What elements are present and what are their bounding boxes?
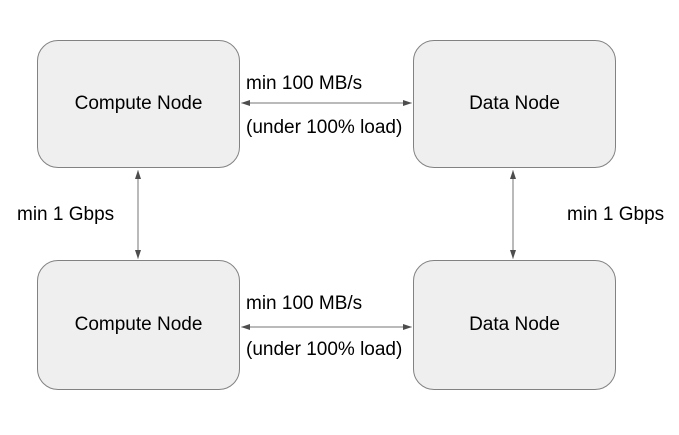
- node-data-top: Data Node: [413, 40, 616, 168]
- edge-label-left-bandwidth: min 1 Gbps: [17, 204, 115, 225]
- node-compute-top: Compute Node: [37, 40, 240, 168]
- node-data-bottom: Data Node: [413, 260, 616, 390]
- edge-label-right-bandwidth: min 1 Gbps: [567, 204, 665, 225]
- edge-label-top-throughput: min 100 MB/s: [246, 73, 363, 94]
- node-label: Data Node: [469, 93, 560, 114]
- node-label: Data Node: [469, 314, 560, 335]
- node-label: Compute Node: [74, 314, 203, 335]
- edge-label-bottom-condition: (under 100% load): [246, 339, 403, 360]
- node-compute-bottom: Compute Node: [37, 260, 240, 390]
- edge-label-bottom-throughput: min 100 MB/s: [246, 293, 363, 314]
- edge-label-top-condition: (under 100% load): [246, 117, 403, 138]
- node-label: Compute Node: [74, 93, 203, 114]
